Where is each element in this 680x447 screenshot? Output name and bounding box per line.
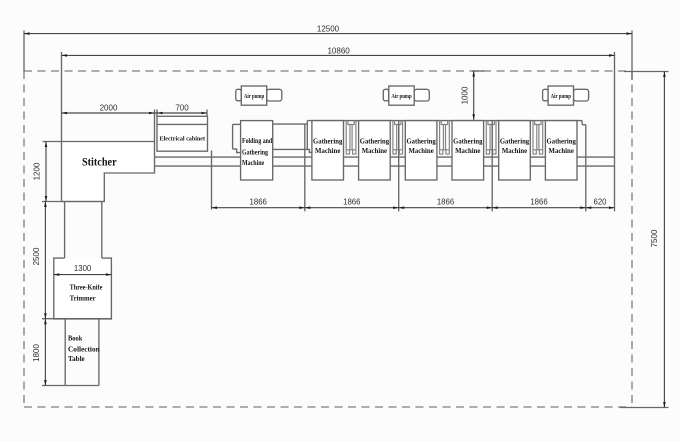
svg-text:Gathering: Gathering (313, 138, 343, 146)
svg-text:Gathering: Gathering (500, 138, 530, 146)
svg-text:Gathering: Gathering (406, 138, 436, 146)
svg-text:1000: 1000 (460, 86, 469, 104)
svg-text:Gathering: Gathering (360, 138, 390, 146)
svg-text:Air pump: Air pump (391, 94, 411, 100)
svg-text:620: 620 (593, 198, 607, 207)
svg-text:700: 700 (175, 103, 189, 112)
svg-text:Stitcher: Stitcher (82, 157, 117, 169)
svg-text:1866: 1866 (530, 198, 547, 207)
svg-text:1200: 1200 (33, 162, 42, 180)
svg-text:12500: 12500 (317, 24, 340, 33)
svg-text:7500: 7500 (650, 229, 659, 247)
svg-text:Trimmer: Trimmer (70, 294, 97, 303)
svg-text:Machine: Machine (549, 147, 574, 155)
svg-text:Machine: Machine (502, 147, 527, 155)
svg-text:2500: 2500 (32, 247, 41, 265)
svg-text:Machine: Machine (242, 160, 264, 167)
svg-text:Gathering: Gathering (242, 149, 268, 156)
svg-text:2000: 2000 (100, 103, 118, 112)
svg-text:1300: 1300 (74, 264, 92, 273)
svg-text:1800: 1800 (32, 344, 41, 362)
svg-text:Machine: Machine (315, 147, 340, 155)
svg-text:10860: 10860 (327, 46, 350, 55)
svg-text:Table: Table (68, 354, 85, 363)
svg-text:Gathering: Gathering (547, 138, 577, 146)
svg-text:Collection: Collection (68, 344, 100, 353)
svg-text:Electrical cabinet: Electrical cabinet (160, 137, 206, 143)
svg-text:1866: 1866 (250, 198, 267, 207)
svg-text:Air pump: Air pump (244, 94, 264, 100)
svg-text:1866: 1866 (437, 198, 454, 207)
svg-text:Gathering: Gathering (453, 138, 483, 146)
svg-text:1866: 1866 (343, 198, 360, 207)
svg-text:Three-Knife: Three-Knife (70, 282, 103, 291)
svg-text:Machine: Machine (408, 147, 433, 155)
svg-text:Book: Book (68, 333, 83, 342)
svg-text:Air pump: Air pump (551, 94, 571, 100)
svg-text:Folding and: Folding and (242, 138, 272, 145)
svg-text:Machine: Machine (362, 147, 387, 155)
svg-text:Machine: Machine (455, 147, 480, 155)
